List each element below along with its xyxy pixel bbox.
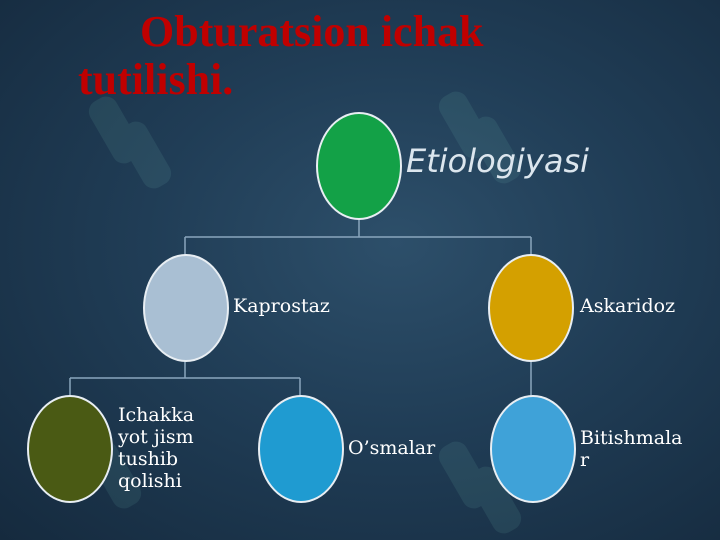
slide-title: Obturatsion ichak tutilishi.: [78, 7, 484, 104]
askaridoz-node-label: Askaridoz: [580, 295, 676, 317]
root-node-label: Etiologiyasi: [406, 142, 590, 180]
bitishmalar-node-circle: [490, 395, 576, 503]
ichakka-node-circle: [27, 395, 113, 503]
askaridoz-node-circle: [488, 254, 574, 362]
osmalar-node-circle: [258, 395, 344, 503]
root-node-circle: [316, 112, 402, 220]
kaprostaz-node-circle: [143, 254, 229, 362]
bitishmalar-node-label: Bitishmalar: [580, 427, 683, 471]
osmalar-node-label: O’smalar: [348, 437, 436, 459]
ichakka-node-label: Ichakka yot jism tushib qolishi: [118, 404, 195, 492]
kaprostaz-node-label: Kaprostaz: [233, 295, 330, 317]
